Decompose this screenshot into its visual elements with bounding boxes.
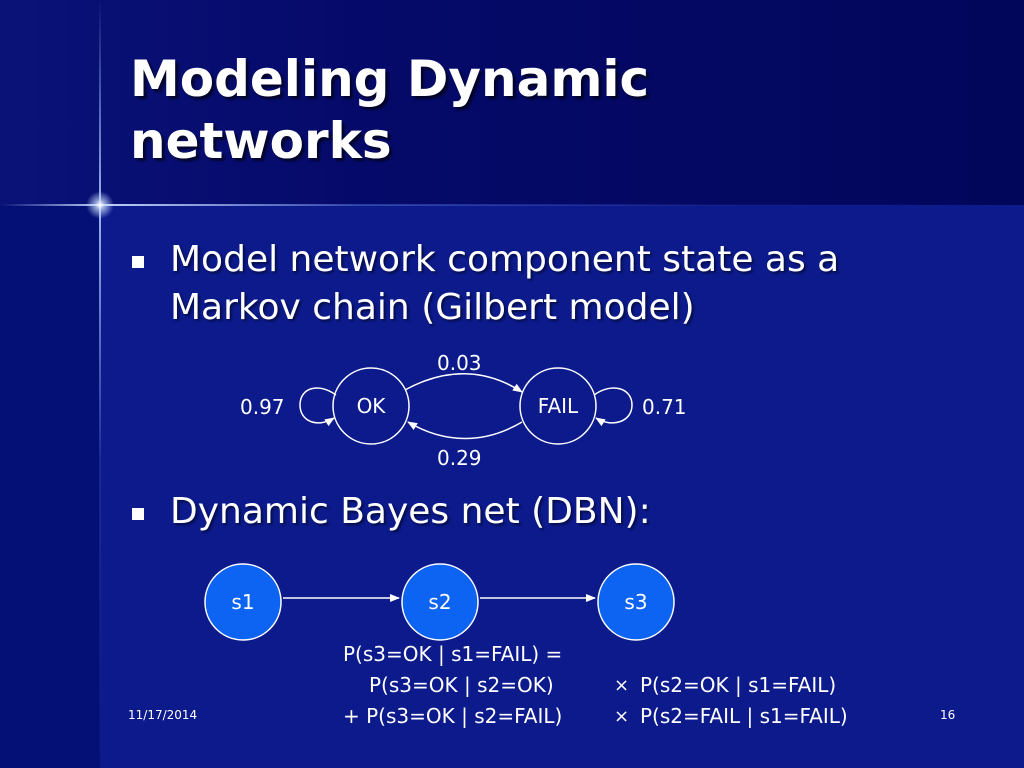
prob-ok-self: 0.97 <box>240 395 285 419</box>
footer-date: 11/17/2014 <box>128 708 198 722</box>
self-loop-ok <box>299 387 337 427</box>
formula-line2-left: P(s3=OK | s2=OK) <box>369 673 554 697</box>
bullet-square-icon <box>132 256 144 268</box>
bullet-text: Model network component state as a Marko… <box>170 239 840 328</box>
bullet-text: Dynamic Bayes net (DBN): <box>170 491 651 532</box>
times-icon: × <box>614 706 630 727</box>
footer-page-number: 16 <box>940 708 956 722</box>
dbn-node-s1-label: s1 <box>231 590 254 614</box>
background-title-band <box>0 0 1024 205</box>
formula-line2-right: P(s2=OK | s1=FAIL) <box>640 673 837 697</box>
state-fail-label: FAIL <box>538 394 579 418</box>
self-loop-fail <box>593 387 633 427</box>
times-icon: × <box>614 675 630 696</box>
dbn-node-s3 <box>597 563 675 641</box>
state-fail-circle <box>519 367 597 445</box>
formula-line1: P(s3=OK | s1=FAIL) = <box>343 642 563 666</box>
state-ok-circle <box>332 367 410 445</box>
dbn-node-s1 <box>204 563 282 641</box>
prob-ok-to-fail: 0.03 <box>437 351 482 375</box>
prob-fail-self: 0.71 <box>642 395 687 419</box>
slide-title: Modeling Dynamic networks <box>130 48 990 172</box>
formula-line3-right: P(s2=FAIL | s1=FAIL) <box>640 704 848 728</box>
decorative-sparkle <box>86 191 114 219</box>
slide-title-line2: networks <box>130 112 392 170</box>
transition-ok-to-fail <box>404 373 523 393</box>
dbn-node-s3-label: s3 <box>624 590 647 614</box>
decorative-vertical-line <box>99 0 101 768</box>
slide-title-line1: Modeling Dynamic <box>130 50 650 108</box>
transition-fail-to-ok <box>407 421 523 440</box>
state-ok-label: OK <box>357 394 387 418</box>
prob-fail-to-ok: 0.29 <box>437 446 482 470</box>
dbn-node-s2-label: s2 <box>428 590 451 614</box>
decorative-horizontal-line <box>0 204 1024 206</box>
formula-line3-left: + P(s3=OK | s2=FAIL) <box>343 704 563 728</box>
dbn-node-s2 <box>401 563 479 641</box>
bullet-square-icon <box>132 508 144 520</box>
